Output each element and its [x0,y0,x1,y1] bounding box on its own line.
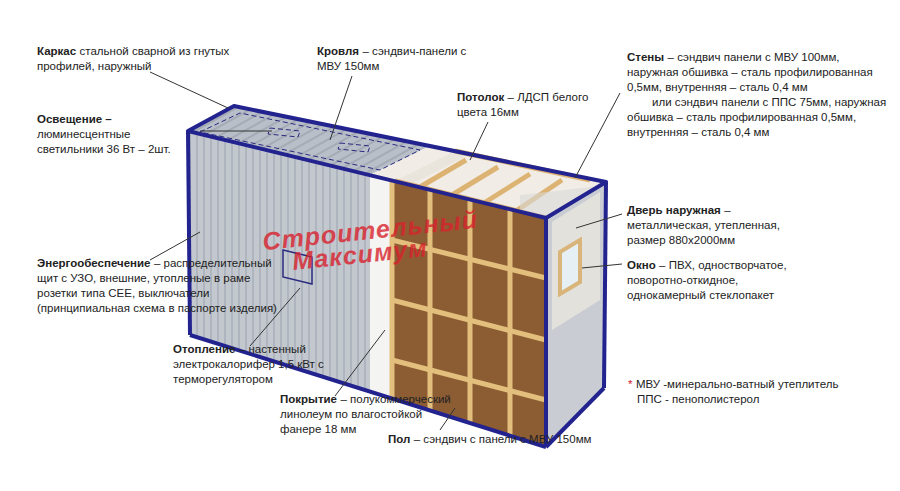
covering-callout: Покрытие– полукоммерческий линолеум по в… [280,392,465,437]
leader-lines [150,72,622,430]
callout-text: или сэндвич панели с ППС 75мм, наружная … [627,95,892,140]
window-callout: Окно– ПВХ, одностворчатое, поворотно-отк… [627,258,802,303]
floor-callout: Пол – сэндвич с панели с МВУ 150мм [388,432,618,447]
footnote-mark: * [628,378,632,390]
callout-heading: Пол [388,433,410,445]
callout-heading: Потолок [457,91,504,103]
abbreviation-note: * МВУ -минерально-ватный утеплительППС - … [628,377,858,407]
callout-heading: Покрытие [280,393,337,405]
power-callout: Энергообеспечение– распределительный щит… [37,256,282,316]
steel-frame [188,106,606,447]
walls-callout: Стены– сэндвич панели с МВУ 100мм, наруж… [627,50,892,140]
window [560,240,580,294]
callout-heading: Дверь наружная [627,204,721,216]
callout-heading: Отопление [173,343,235,355]
callout-text: ППС - пенополистерол [628,392,858,407]
callout-heading: Стены [627,51,664,63]
ceiling-callout: Потолок– ЛДСП белого цвета 16мм [457,90,592,120]
door-callout: Дверь наружная– металлическая, утепленна… [627,203,792,248]
lighting-callout: Освещение –люминесцентные светильники 36… [37,112,187,157]
callout-text: МВУ -минерально-ватный утеплитель [636,378,838,390]
callout-text: люминесцентные светильники 36 Вт – 2шт. [37,127,187,157]
heating-callout: Отопление– настенный электрокалорифер 1,… [173,342,338,387]
roof-callout: Кровля– сэндвич-панели с МВУ 150мм [317,44,477,74]
callout-text: – сэндвич с панели с МВУ 150мм [414,433,592,445]
callout-heading: Энергообеспечение [37,257,151,269]
door-opening [552,192,600,330]
callout-heading: Кровля [317,45,359,57]
wall-insulation [370,175,392,399]
callout-heading: Окно [627,259,656,271]
callout-heading: Каркас [37,45,76,57]
callout-heading: Освещение – [37,112,184,127]
frame-callout: Каркасстальной сварной из гнутых профиле… [37,44,247,74]
